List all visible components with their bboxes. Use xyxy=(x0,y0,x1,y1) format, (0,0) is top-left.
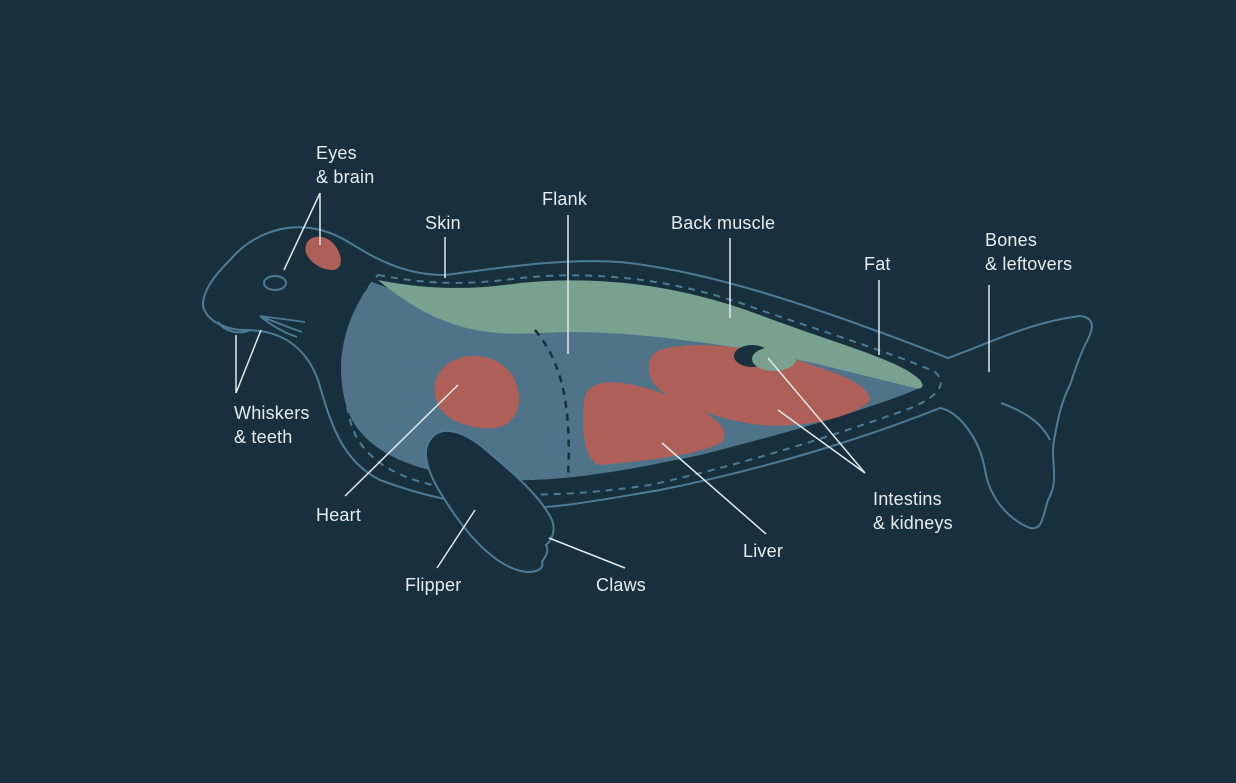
label-whiskers-line1: Whiskers xyxy=(234,403,310,423)
eye-icon xyxy=(263,275,287,291)
label-liver: Liver xyxy=(743,539,783,563)
tail-outline-upper xyxy=(1000,402,1051,441)
flank-separator xyxy=(534,329,570,479)
label-liver-text: Liver xyxy=(743,541,784,561)
label-fat-text: Fat xyxy=(864,254,891,274)
label-back-muscle-text: Back muscle xyxy=(671,213,776,233)
label-intestines-line2: & kidneys xyxy=(873,513,953,533)
label-intestines-kidneys: Intestins & kidneys xyxy=(873,487,953,535)
label-eyes-brain-line1: Eyes xyxy=(316,143,357,163)
label-flipper: Flipper xyxy=(405,573,461,597)
label-back-muscle: Back muscle xyxy=(671,211,775,235)
intestines-organ xyxy=(648,345,870,426)
seal-body-outline xyxy=(201,226,1093,530)
label-whiskers-teeth: Whiskers & teeth xyxy=(234,401,310,449)
label-heart: Heart xyxy=(316,503,361,527)
label-flank: Flank xyxy=(542,187,587,211)
label-bones-line1: Bones xyxy=(985,230,1038,250)
liver-organ xyxy=(583,382,725,465)
label-bones-leftovers: Bones & leftovers xyxy=(985,228,1072,276)
label-claws: Claws xyxy=(596,573,646,597)
leader-lines xyxy=(235,192,990,569)
snout-outline xyxy=(217,321,251,334)
label-eyes-brain-line2: & brain xyxy=(316,167,375,187)
label-heart-text: Heart xyxy=(316,505,362,525)
label-flipper-text: Flipper xyxy=(405,575,462,595)
label-fat: Fat xyxy=(864,252,891,276)
brain-organ xyxy=(305,236,341,270)
fat-dashed-outline xyxy=(343,273,942,496)
label-whiskers-line2: & teeth xyxy=(234,427,293,447)
label-eyes-brain: Eyes & brain xyxy=(316,141,374,189)
label-bones-line2: & leftovers xyxy=(985,254,1073,274)
front-flipper xyxy=(424,430,555,574)
kidney-light xyxy=(752,347,796,371)
label-skin: Skin xyxy=(425,211,461,235)
whiskers-icon xyxy=(259,315,306,338)
label-claws-text: Claws xyxy=(596,575,647,595)
back-muscle-region xyxy=(378,280,923,389)
label-skin-text: Skin xyxy=(425,213,461,233)
label-flank-text: Flank xyxy=(542,189,588,209)
label-intestines-line1: Intestins xyxy=(873,489,942,509)
heart-organ xyxy=(434,355,519,429)
